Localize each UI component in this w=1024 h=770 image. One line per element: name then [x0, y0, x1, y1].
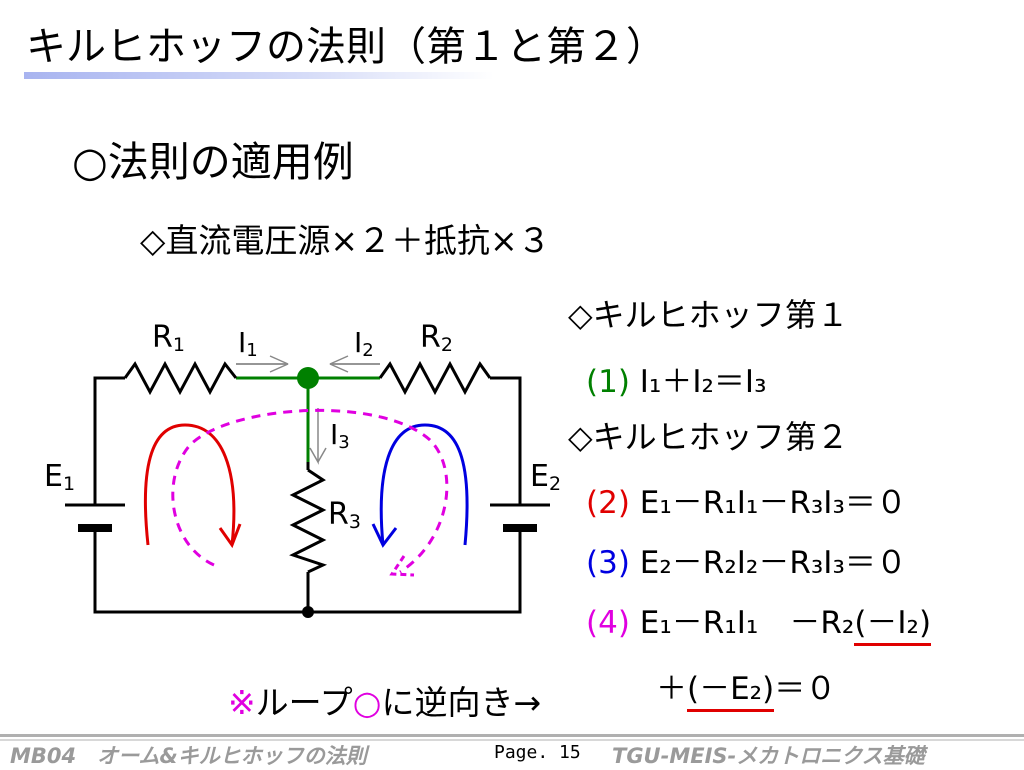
- equation-4-equals-zero: ＝０: [774, 671, 837, 707]
- equation-4-underlined-source: (－E₂): [687, 671, 775, 712]
- resistor-r1: [123, 360, 238, 396]
- loop-outer-arrowhead: [389, 555, 415, 577]
- equation-4-continued: ＋(－E₂)＝０: [656, 663, 837, 712]
- bottom-node: [302, 606, 314, 618]
- battery-e2: [490, 503, 550, 532]
- label-e2: E2: [530, 459, 561, 495]
- equation-2: (2) E₁－R₁I₁－R₃I₃＝０: [586, 477, 907, 522]
- footer-rule-secondary: [0, 739, 1024, 741]
- label-i3: I3: [330, 418, 350, 453]
- resistor-r3: [289, 468, 328, 574]
- label-i2: I2: [354, 326, 374, 361]
- equation-2-number: (2): [586, 485, 630, 521]
- label-r1: R1: [152, 320, 185, 356]
- equation-3: (3) E₂－R₂I₂－R₃I₃＝０: [586, 537, 907, 582]
- current-arrows: [236, 355, 380, 465]
- slide-title: キルヒホッフの法則（第１と第２）: [26, 24, 666, 70]
- equation-3-number: (3): [586, 545, 630, 581]
- footer-course-name: TGU-MEIS-メカトロニクス基礎: [612, 744, 925, 768]
- label-e1: E1: [44, 459, 75, 495]
- equation-1: (1) I₁＋I₂＝I₃: [586, 356, 767, 401]
- kirchhoff2-label: ◇キルヒホッフ第２: [568, 418, 849, 456]
- resistor-r2: [378, 360, 492, 396]
- junction-node: [297, 367, 319, 389]
- equation-4-underlined-term: (－I₂): [854, 605, 932, 646]
- equation-1-text: I₁＋I₂＝I₃: [639, 364, 767, 400]
- note-text-b: に逆向き→: [381, 683, 542, 722]
- title-underline: [24, 72, 494, 79]
- equation-4-text: E₁－R₁I₁ －R₂: [639, 605, 855, 641]
- equation-2-text: E₁－R₁I₁－R₃I₃＝０: [639, 485, 907, 521]
- note-circle: ○: [352, 683, 382, 722]
- loop-right-arrowhead: [371, 523, 398, 548]
- loop-left-arrowhead: [218, 523, 242, 549]
- node-wires: [236, 376, 380, 462]
- sub-heading: ◇直流電圧源×２＋抵抗×３: [140, 221, 551, 260]
- note-text-a: ループ: [255, 683, 353, 722]
- label-r2: R2: [420, 320, 453, 356]
- loop-note: ※ループ○に逆向き→: [228, 676, 541, 724]
- equation-4-number: (4): [586, 605, 630, 641]
- equation-4-plus: ＋: [656, 671, 687, 707]
- footer-page-number: Page. 15: [494, 742, 581, 763]
- loop-left-arrow: [143, 423, 236, 546]
- battery-e1: [65, 503, 125, 532]
- kirchhoff1-label: ◇キルヒホッフ第１: [568, 296, 849, 334]
- label-r3: R3: [328, 497, 361, 533]
- loop-right-arrow: [379, 423, 469, 546]
- note-mark: ※: [228, 683, 256, 722]
- footer-course-title: MB04 オーム&キルヒホッフの法則: [10, 744, 367, 768]
- equation-1-number: (1): [586, 364, 630, 400]
- equation-4: (4) E₁－R₁I₁ －R₂(－I₂): [586, 597, 932, 646]
- label-i1: I1: [238, 326, 258, 361]
- section-heading: ○法則の適用例: [72, 138, 354, 186]
- equation-3-text: E₂－R₂I₂－R₃I₃＝０: [639, 545, 907, 581]
- footer-rule: [0, 734, 1024, 737]
